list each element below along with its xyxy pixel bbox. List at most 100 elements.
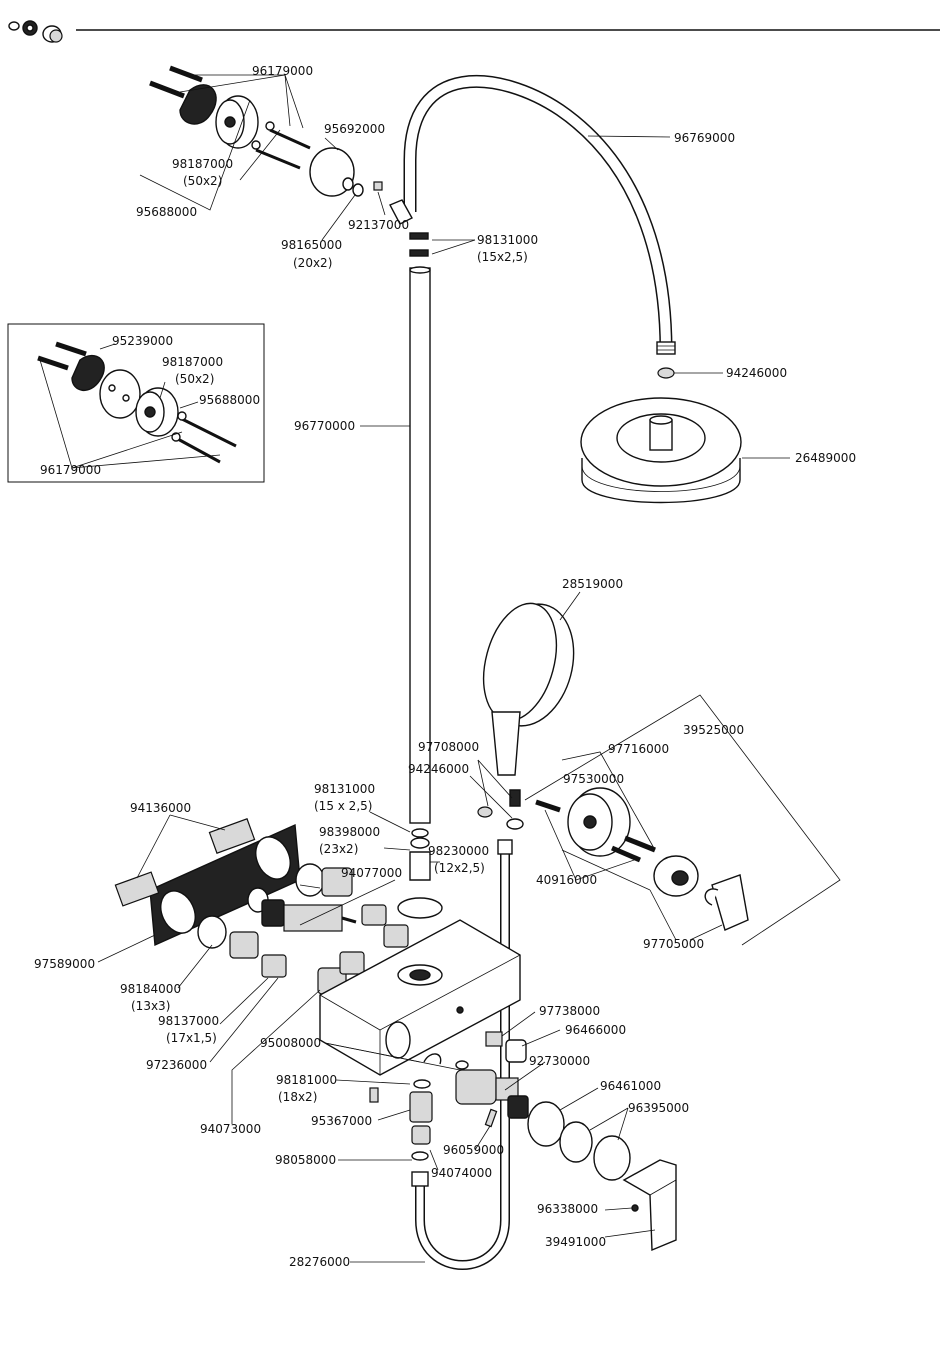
part-label-28519000: 28519000 — [562, 577, 624, 591]
part-label-96338000: 96338000 — [537, 1202, 599, 1216]
part-label-94246000-hand: 94246000 — [408, 762, 470, 776]
part-spec-98184000: (13x3) — [131, 999, 171, 1013]
part-label-95367000: 95367000 — [311, 1114, 373, 1128]
shower-arm — [403, 74, 676, 355]
washer — [265, 121, 275, 131]
check-valve — [509, 789, 521, 807]
part-label-98165000: 98165000 — [281, 238, 343, 252]
part-label-39491000: 39491000 — [545, 1235, 607, 1249]
part-spec-98187000: (50x2) — [183, 174, 223, 188]
part-label-98137000: 98137000 — [158, 1014, 220, 1028]
overhead-shower — [580, 397, 742, 504]
hand-shower — [482, 602, 575, 776]
part-label-98131000-lower: 98131000 — [314, 782, 376, 796]
check-valve — [361, 904, 387, 926]
check-valve — [409, 1091, 433, 1123]
filter — [657, 367, 675, 379]
thermostat-body — [319, 919, 521, 1076]
part-label-96059000: 96059000 — [443, 1143, 505, 1157]
rosette — [397, 897, 443, 919]
part-spec-98398000: (23x2) — [319, 842, 359, 856]
part-label-98187000-inset: 98187000 — [162, 355, 224, 369]
part-label-28276000: 28276000 — [289, 1255, 351, 1269]
inset-screws — [37, 341, 237, 464]
part-label-96461000: 96461000 — [600, 1079, 662, 1093]
part-spec-98181000: (18x2) — [278, 1090, 318, 1104]
part-label-97738000: 97738000 — [539, 1004, 601, 1018]
part-label-94136000: 94136000 — [130, 801, 192, 815]
part-spec-98187000-inset: (50x2) — [175, 372, 215, 386]
union-nut — [411, 1125, 431, 1145]
part-label-95692000: 95692000 — [324, 122, 386, 136]
shower-hose — [411, 839, 513, 1270]
tools-icon — [8, 20, 63, 43]
part-label-97705000: 97705000 — [643, 937, 705, 951]
wall-bracket — [215, 95, 259, 149]
thermostatic-cartridge — [261, 899, 357, 932]
nut-ring — [527, 1101, 565, 1147]
o-ring — [411, 1151, 429, 1161]
part-spec-98137000: (17x1,5) — [166, 1031, 217, 1045]
part-label-96770000: 96770000 — [294, 419, 356, 433]
part-label-92730000: 92730000 — [529, 1054, 591, 1068]
part-spec-98131000-lower: (15 x 2,5) — [314, 799, 373, 813]
part-label-98187000: 98187000 — [172, 157, 234, 171]
washer — [251, 140, 261, 150]
part-label-95688000-inset: 95688000 — [199, 393, 261, 407]
inset-bracket — [135, 387, 179, 437]
part-label-40916000: 40916000 — [536, 873, 598, 887]
part-label-94073000: 94073000 — [200, 1122, 262, 1136]
union-nut — [383, 924, 409, 948]
part-label-96179000: 96179000 — [252, 64, 314, 78]
eccentric-connector — [114, 818, 256, 907]
o-ring — [413, 1079, 431, 1089]
part-label-95239000: 95239000 — [112, 334, 174, 348]
part-label-98398000: 98398000 — [319, 825, 381, 839]
grub-screw — [373, 181, 383, 191]
plug — [485, 1031, 503, 1047]
washer — [177, 411, 187, 421]
part-label-97530000: 97530000 — [563, 772, 625, 786]
part-label-98181000: 98181000 — [276, 1073, 338, 1087]
connector-nipple — [409, 851, 431, 881]
grub-screw — [631, 1204, 639, 1212]
o-ring — [410, 837, 430, 849]
o-ring — [295, 863, 325, 897]
cover-ring — [593, 1135, 631, 1181]
part-label-96769000: 96769000 — [674, 131, 736, 145]
o-ring — [352, 183, 364, 197]
o-ring — [409, 249, 429, 257]
screw — [369, 1087, 379, 1103]
part-spec-98230000: (12x2,5) — [434, 861, 485, 875]
shower-holder — [704, 874, 749, 931]
inset-gasket — [71, 354, 105, 391]
part-label-95688000: 95688000 — [136, 205, 198, 219]
inset-box — [7, 323, 265, 483]
part-label-96466000: 96466000 — [565, 1023, 627, 1037]
wall-rosette — [309, 147, 355, 197]
part-label-39525000: 39525000 — [683, 723, 745, 737]
part-label-26489000: 26489000 — [795, 451, 857, 465]
adjusting-ring — [559, 1121, 593, 1163]
part-label-98058000: 98058000 — [275, 1153, 337, 1167]
part-label-95008000: 95008000 — [260, 1036, 322, 1050]
part-label-94074000: 94074000 — [431, 1166, 493, 1180]
bracket-sleeve — [389, 199, 413, 225]
union-nut — [229, 931, 259, 959]
check-valve — [261, 954, 287, 978]
part-spec-98131000: (15x2,5) — [477, 250, 528, 264]
part-label-97589000: 97589000 — [34, 957, 96, 971]
clip — [423, 1053, 442, 1065]
wall-anchor-screws — [149, 65, 311, 170]
o-ring — [409, 232, 429, 240]
sleeve — [505, 1039, 527, 1063]
part-label-98131000: 98131000 — [477, 233, 539, 247]
o-ring — [506, 818, 524, 830]
union-nut — [321, 867, 353, 897]
part-label-97708000: 97708000 — [418, 740, 480, 754]
wall-plate — [149, 823, 301, 947]
part-label-94246000: 94246000 — [726, 366, 788, 380]
part-label-98230000: 98230000 — [428, 844, 490, 858]
screw — [535, 799, 656, 863]
